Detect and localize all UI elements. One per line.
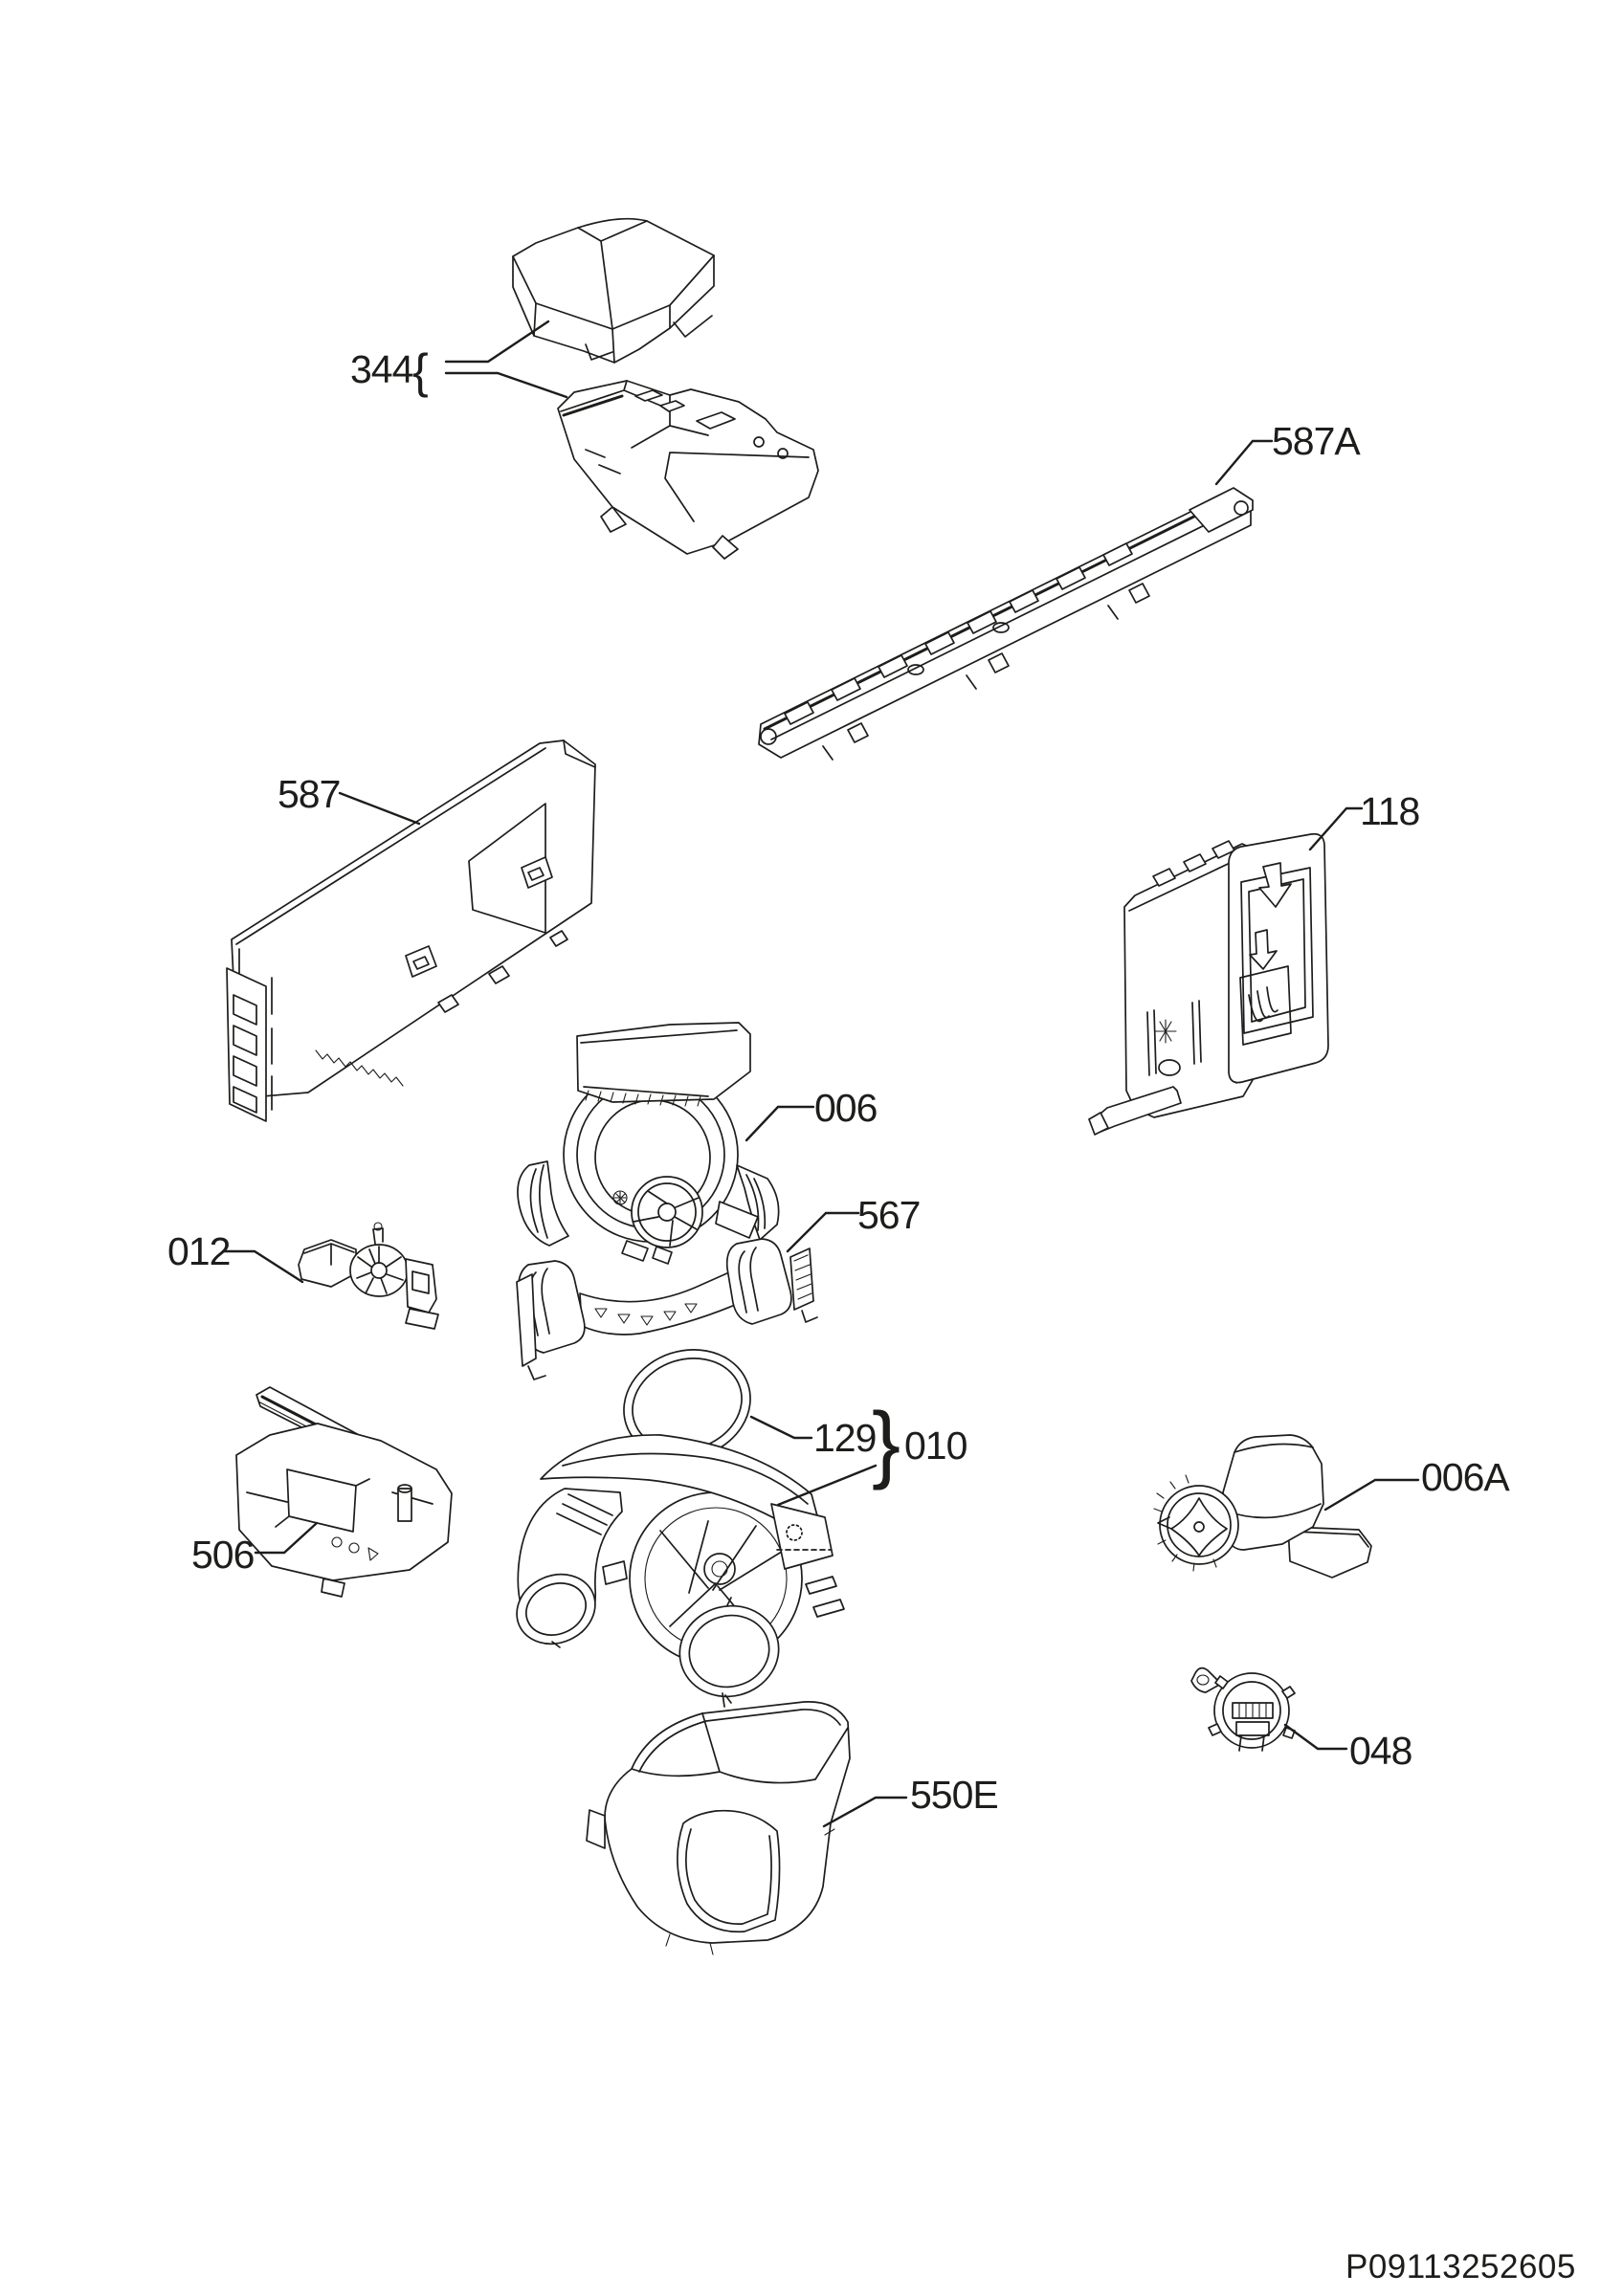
part-drawing-118: [1088, 832, 1329, 1136]
part-label-048: 048: [1349, 1729, 1412, 1773]
part-label-587a: 587A: [1272, 419, 1361, 463]
part-drawing-506: [235, 1386, 453, 1598]
part-label-006: 006: [814, 1086, 878, 1130]
part-label-587: 587: [278, 772, 341, 816]
part-label-010: 010: [904, 1424, 967, 1468]
part-label-118: 118: [1360, 789, 1420, 833]
part-drawing-344-module: [557, 380, 819, 560]
part-label-567: 567: [857, 1193, 921, 1237]
part-drawing-006: [517, 1022, 780, 1265]
part-label-010-brace: }: [872, 1396, 901, 1491]
part-drawing-006a: [1153, 1434, 1372, 1578]
part-label-550e: 550E: [910, 1773, 999, 1817]
part-drawing-550e: [586, 1701, 851, 1955]
part-drawing-048: [1190, 1667, 1296, 1752]
part-drawing-012: [298, 1222, 439, 1330]
leader-lines: [221, 320, 1420, 1828]
part-drawing-567: [516, 1238, 818, 1380]
part-label-506: 506: [191, 1533, 255, 1577]
part-label-344-brace: {: [412, 344, 429, 398]
part-drawing-587a: [758, 487, 1254, 761]
part-drawing-010: [516, 1434, 845, 1708]
part-label-129: 129: [813, 1416, 877, 1460]
part-drawing-587: [226, 740, 596, 1122]
document-code: P09113252605: [1345, 2248, 1576, 2285]
part-label-012: 012: [167, 1229, 231, 1273]
part-label-344: 344: [350, 347, 413, 391]
part-label-006a: 006A: [1421, 1455, 1510, 1499]
part-drawing-344-cover: [512, 217, 715, 364]
